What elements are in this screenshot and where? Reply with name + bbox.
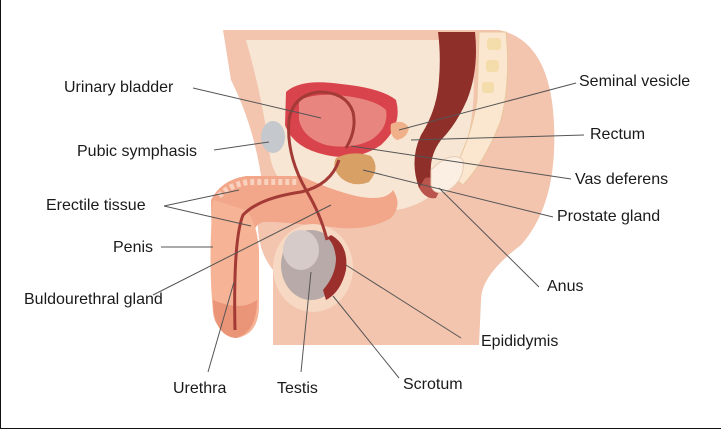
label-vas-deferens: Vas deferens — [575, 171, 669, 188]
leader-lines — [152, 82, 585, 379]
testis-highlight — [283, 230, 319, 270]
leader-vas-deferens — [350, 145, 572, 180]
leader-seminal-vesicle — [398, 82, 577, 131]
leader-urinary-bladder — [192, 87, 322, 119]
leader-buldourethral — [152, 204, 332, 296]
label-seminal-vesicle: Seminal vesicle — [579, 73, 691, 90]
epididymis-shape — [323, 235, 347, 300]
label-testis: Testis — [277, 380, 318, 397]
label-penis: Penis — [113, 239, 154, 256]
label-epididymis: Epididymis — [481, 333, 559, 350]
leader-prostate — [362, 169, 554, 218]
vertebra-1 — [487, 38, 501, 50]
vertebra-3 — [482, 82, 494, 93]
anus-shape — [430, 156, 464, 194]
leader-pubic-symphasis — [213, 141, 270, 151]
leader-erectile-tissue-a — [163, 189, 240, 207]
leader-testis — [300, 271, 312, 373]
label-pubic-symphasis: Pubic symphasis — [77, 143, 198, 160]
label-prostate-gland: Prostate gland — [557, 208, 661, 225]
label-urethra: Urethra — [173, 380, 227, 397]
label-scrotum: Scrotum — [403, 376, 463, 393]
leader-urethra — [207, 281, 235, 373]
label-urinary-bladder: Urinary bladder — [64, 79, 174, 96]
erectile-tissue-shape — [211, 176, 398, 331]
leader-scrotum — [332, 295, 400, 379]
pubic-bone — [261, 121, 285, 153]
label-rectum: Rectum — [590, 126, 646, 143]
leader-rectum — [410, 134, 585, 141]
seminal-vesicle-shape — [390, 121, 409, 140]
bladder-lining — [299, 94, 387, 147]
vertebra-2 — [486, 60, 499, 72]
leader-epididymis — [345, 264, 462, 339]
urethra-duct — [233, 159, 341, 331]
leader-anus — [438, 187, 540, 288]
prostate-shape — [334, 153, 376, 185]
rectum-shape — [414, 32, 476, 188]
label-anus: Anus — [547, 278, 584, 295]
vas-deferens-duct — [287, 90, 356, 241]
label-erectile-tissue: Erectile tissue — [46, 197, 146, 214]
label-buldourethral-gland: Buldourethral gland — [24, 291, 163, 308]
leader-erectile-tissue-b — [163, 205, 252, 227]
